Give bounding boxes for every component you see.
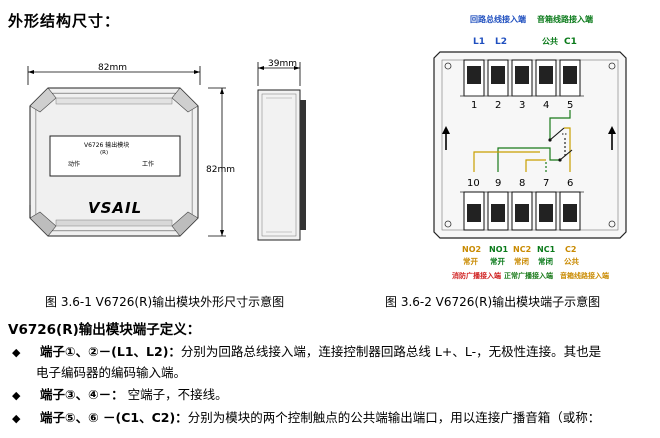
normal-broadcast-input-label: 正常广播接入端 [504,271,553,280]
up-arrow-icon [608,126,616,150]
diamond-bullet-icon: ◆ [12,346,21,359]
terminal-state: 常闭 [514,256,529,266]
terminal-C1-label: C1 [564,37,577,47]
work-led-label: 工作 [142,160,154,168]
fire-broadcast-input-label: 消防广播接入端 [452,271,501,280]
bullet-item: ◆ 端子⑤、⑥ －(C1、C2)：分别为模块的两个控制触点的公共端输出端口，用以连… [8,407,600,429]
bullet-continuation: 电子编码器的编码输入端。 [36,365,187,380]
diamond-bullet-icon: ◆ [12,389,21,402]
terminal-code: NC2 [513,245,531,254]
loop-bus-input-label: 回路总线接入端 [470,14,526,24]
bottom-terminal-number: 7 [543,178,549,189]
figure-1-caption: 图 3.6-1 V6726(R)输出模块外形尺寸示意图 [45,295,285,309]
terminal-L1-label: L1 [473,37,485,47]
terminal-state: 常开 [490,256,505,266]
terminal-definition-title: V6726(R)输出模块端子定义： [8,322,201,338]
terminal-state: 常开 [463,256,478,266]
diamond-bullet-icon: ◆ [12,412,21,425]
page-heading: 外形结构尺寸： [8,12,121,30]
module-model-label: V6726 输出模块 [84,141,129,149]
bottom-terminal-number: 9 [495,178,501,189]
terminal-state: 常闭 [538,256,553,266]
top-terminal-number: 3 [519,100,525,111]
module-r-label: (R) [100,150,108,156]
width-dimension-label: 82mm [98,63,127,73]
terminal-code: NO1 [489,245,508,254]
top-terminal-number: 5 [567,100,573,111]
speaker-line-input-label-top: 音箱线路接入端 [537,14,593,24]
common-label-top: 公共 [542,36,558,46]
bottom-terminal-number: 6 [567,178,573,189]
bullet-label: 端子①、②－(L1、L2)： [40,344,181,359]
top-terminal-number: 1 [471,100,477,111]
terminal-code: NO2 [462,245,481,254]
bullet-text: 分别为模块的两个控制触点的公共端输出端口，用以连接广播音箱（或称： [187,410,601,425]
bullet-text: 空端子，不接线。 [123,387,228,402]
bullet-text: 分别为回路总线接入端，连接控制器回路总线 L+、L-，无极性连接。其也是 [180,344,602,359]
terminal-code: NC1 [537,245,556,254]
bottom-terminal-number: 8 [519,178,525,189]
top-terminal-number: 4 [543,100,549,111]
depth-dimension-label: 39mm [268,59,297,69]
terminal-diagram-figure: 回路总线接入端 音箱线路接入端 L1 L2 公共 C1 1 2 3 4 5 [433,14,627,280]
height-dimension-label: 82mm [206,165,235,175]
top-terminal-number: 2 [495,100,501,111]
terminal-L2-label: L2 [495,37,507,47]
speaker-line-input-label-bottom: 音箱线路接入端 [560,271,609,280]
bullet-label: 端子⑤、⑥ －(C1、C2)： [40,410,188,425]
brand-logo: VSAIL [88,199,142,217]
bullet-item: ◆ 端子③、④－： 空端子，不接线。 [8,384,228,406]
terminal-code: C2 [565,245,576,254]
bullet-label: 端子③、④－： [40,387,124,402]
terminal-state: 公共 [564,256,579,266]
up-arrow-icon [442,126,450,150]
module-outline-figure: 82mm V6726 输出模块 (R) 动作 工作 VSAIL 82mm 39m… [27,59,306,241]
bullet-item: ◆ 端子①、②－(L1、L2)：分别为回路总线接入端，连接控制器回路总线 L+、L… [8,341,601,363]
action-led-label: 动作 [68,160,80,168]
figure-2-caption: 图 3.6-2 V6726(R)输出模块端子示意图 [385,295,601,309]
bottom-terminal-number: 10 [467,178,480,189]
